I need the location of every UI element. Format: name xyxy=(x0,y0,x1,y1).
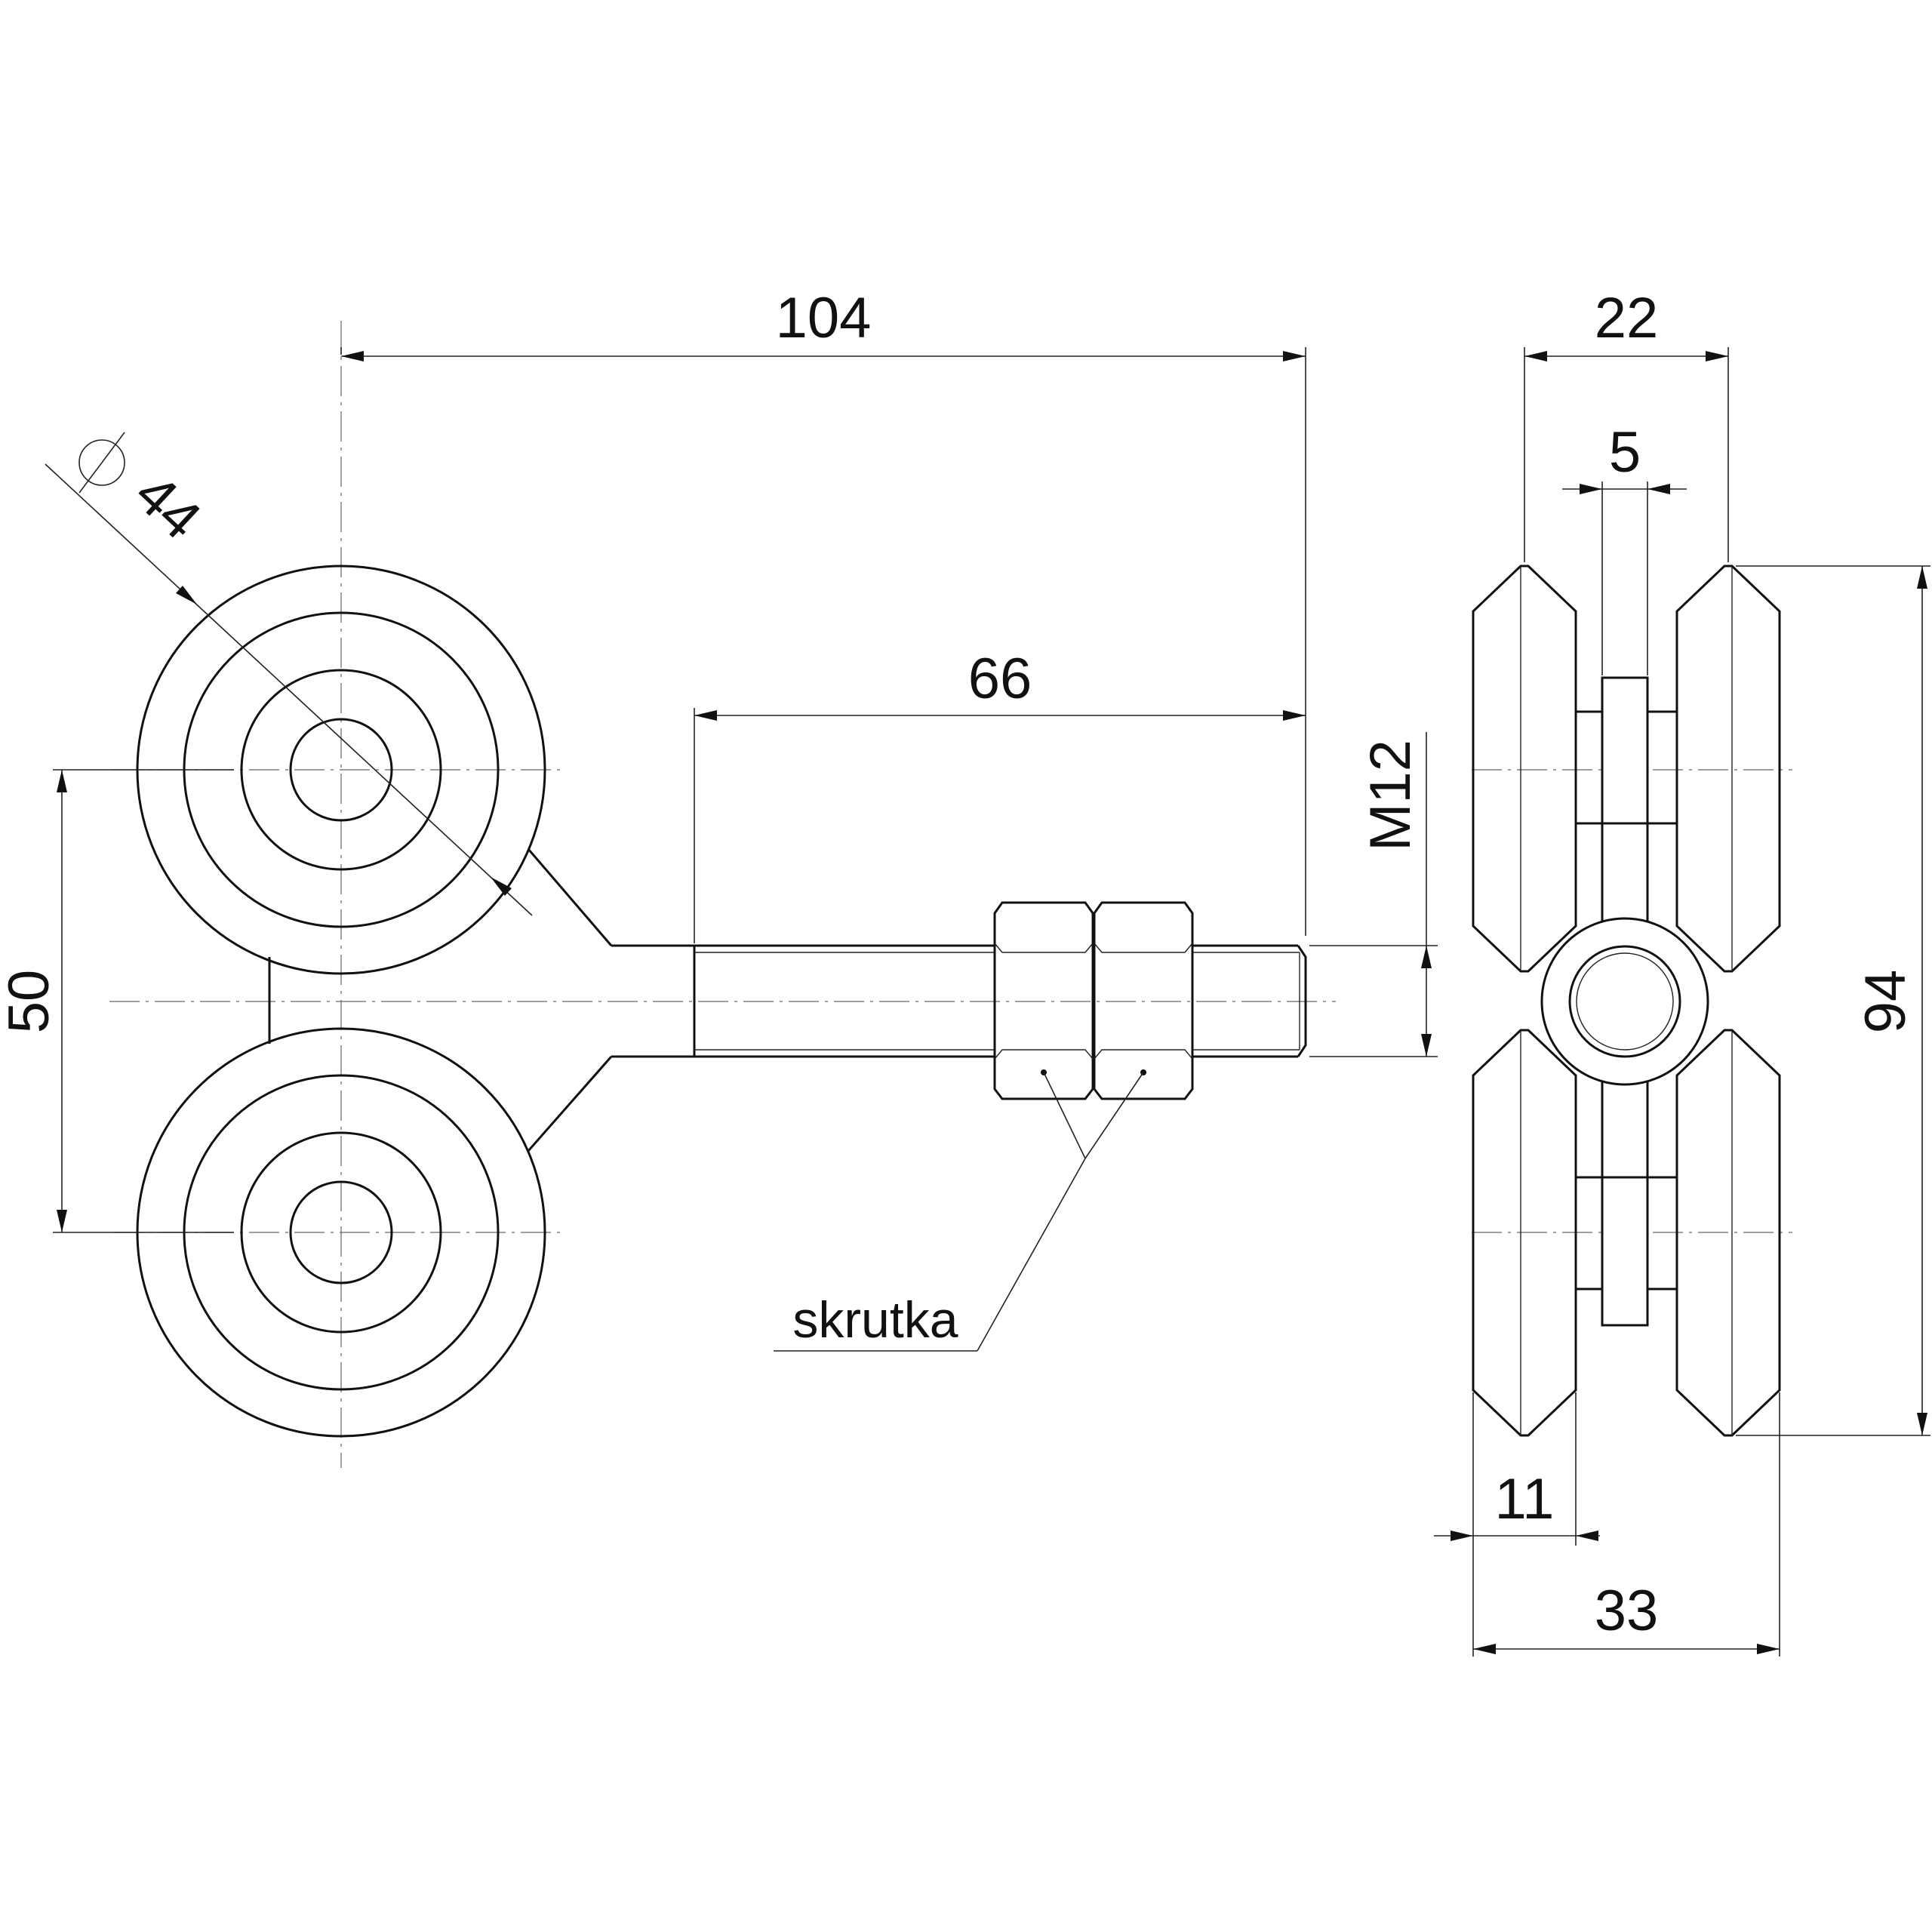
front-view: 104 66 44 50 xyxy=(0,286,1438,1468)
diameter-symbol-icon xyxy=(78,432,125,494)
side-view: 22 5 94 11 xyxy=(1434,286,1930,1657)
dim-overall-height-label: 94 xyxy=(1854,970,1918,1034)
dim-plate-thickness-label: 5 xyxy=(1609,420,1641,485)
dim-wheel-spacing-label: 50 xyxy=(0,970,61,1034)
side-wheel-bottom-left xyxy=(1472,1029,1577,1437)
callout-label: skrutka xyxy=(792,1291,958,1349)
dim-thread-size: M12 xyxy=(1309,732,1438,1057)
threaded-rod xyxy=(693,944,1307,1058)
dim-wheel-width: 11 xyxy=(1434,1392,1600,1657)
dim-wheel-spacing: 50 xyxy=(0,769,234,1233)
side-wheel-top-right xyxy=(1675,565,1781,973)
dim-thread-length: 66 xyxy=(694,647,1306,943)
dim-wheel-diameter-label: 44 xyxy=(122,461,213,552)
dim-thread-size-label: M12 xyxy=(1358,740,1423,851)
dim-thread-length-label: 66 xyxy=(968,647,1032,711)
side-eye-ring xyxy=(1540,917,1709,1086)
dim-wheel-pair-width: 22 xyxy=(1524,286,1729,562)
side-wheel-top-left xyxy=(1472,565,1577,973)
dim-overall-width: 33 xyxy=(1473,1392,1780,1657)
hex-nut-right xyxy=(1093,901,1194,1100)
dim-wheel-diameter: 44 xyxy=(45,432,533,916)
callout-leader: skrutka xyxy=(774,1072,1144,1352)
dim-wheel-pair-width-label: 22 xyxy=(1595,286,1659,350)
bracket-body xyxy=(268,848,694,1152)
hex-nut-left xyxy=(993,901,1094,1100)
dim-overall-length-label: 104 xyxy=(776,286,872,350)
dim-overall-height: 94 xyxy=(1736,565,1930,1436)
dim-wheel-width-label: 11 xyxy=(1495,1467,1555,1531)
front-center-lines xyxy=(109,321,1336,1468)
lower-wheel xyxy=(136,1027,546,1438)
dim-overall-width-label: 33 xyxy=(1595,1579,1659,1643)
dim-overall-length: 104 xyxy=(340,286,1306,936)
dim-plate-thickness: 5 xyxy=(1562,420,1687,675)
